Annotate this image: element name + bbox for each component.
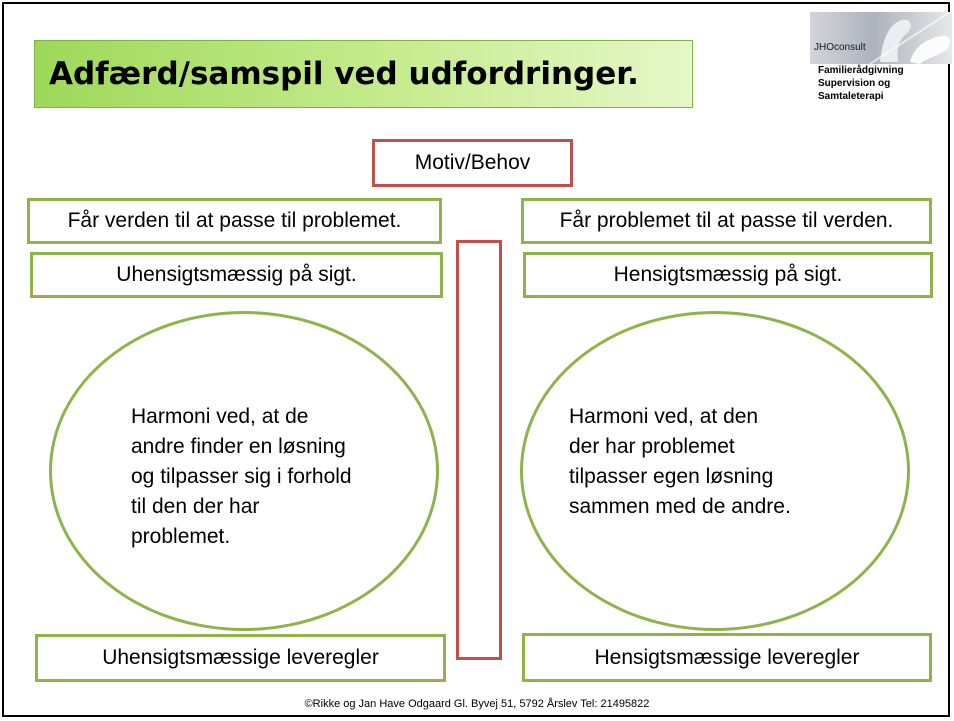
logo-line: Samtaleterapi xyxy=(818,91,884,102)
logo-brand: JHOconsult xyxy=(814,42,866,53)
left-ellipse xyxy=(49,311,439,631)
swan-logo-image: JHOconsult xyxy=(810,12,952,64)
left-bottom-box: Uhensigtsmæssige leveregler xyxy=(35,634,446,682)
right-ellipse xyxy=(520,311,910,631)
logo-line: Supervision og xyxy=(818,78,891,89)
swan-icon xyxy=(869,12,951,64)
right-bottom-box: Hensigtsmæssige leveregler xyxy=(522,633,932,682)
text-line: Harmoni ved, at den xyxy=(569,405,759,428)
logo: JHOconsult Familierådgivning Supervision… xyxy=(810,12,952,108)
right-ellipse-text: Harmoni ved, at den der har problemet ti… xyxy=(569,402,791,522)
motiv-behov-box: Motiv/Behov xyxy=(372,139,573,187)
left-second-box: Uhensigtsmæssig på sigt. xyxy=(30,252,443,298)
right-second-box: Hensigtsmæssig på sigt. xyxy=(523,252,933,298)
center-pillar xyxy=(456,240,502,660)
footer-credits: ©Rikke og Jan Have Odgaard Gl. Byvej 51,… xyxy=(304,698,650,710)
text-line: tilpasser egen løsning xyxy=(569,465,774,488)
title-banner: Adfærd/samspil ved udfordringer. xyxy=(34,40,693,108)
text-line: der har problemet xyxy=(569,435,735,458)
slide-title: Adfærd/samspil ved udfordringer. xyxy=(49,56,639,92)
text-line: problemet. xyxy=(131,525,231,548)
logo-line: Familierådgivning xyxy=(818,65,904,76)
left-ellipse-text: Harmoni ved, at de andre finder en løsni… xyxy=(131,402,352,552)
left-top-box: Får verden til at passe til problemet. xyxy=(27,198,442,244)
logo-text: Familierådgivning Supervision og Samtale… xyxy=(818,64,904,103)
text-line: sammen med de andre. xyxy=(569,495,791,518)
text-line: og tilpasser sig i forhold xyxy=(131,465,352,488)
text-line: andre finder en løsning xyxy=(131,435,346,458)
text-line: Harmoni ved, at de xyxy=(131,405,309,428)
text-line: til den der har xyxy=(131,495,260,518)
right-top-box: Får problemet til at passe til verden. xyxy=(521,198,932,244)
